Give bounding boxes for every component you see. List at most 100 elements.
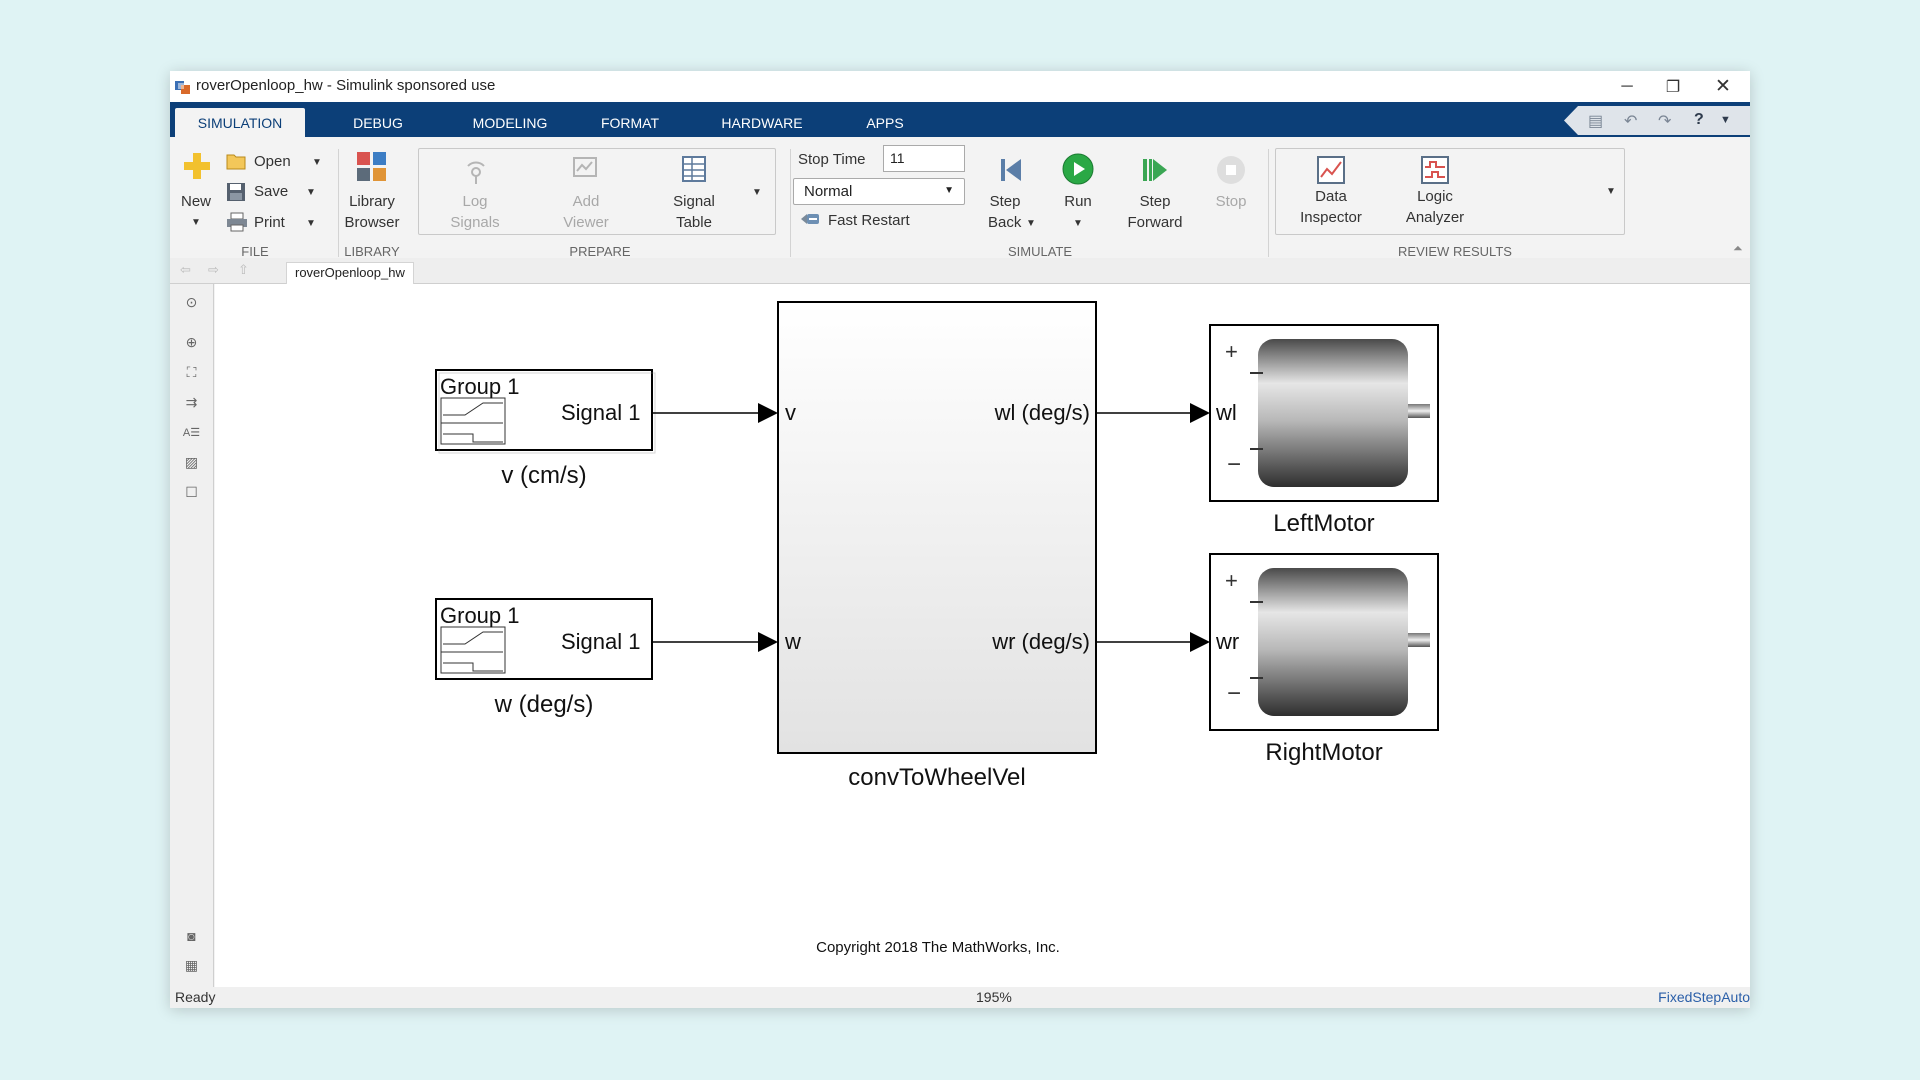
image-icon[interactable]: ▨: [184, 454, 199, 470]
step-forward-label-1[interactable]: Step: [1139, 193, 1171, 210]
w-signal-builder-block[interactable]: [435, 598, 653, 680]
ribbon-separator: [338, 149, 339, 257]
logic-analyzer-icon: [1421, 156, 1449, 184]
svg-text:+: +: [1225, 339, 1238, 364]
tab-hardware[interactable]: HARDWARE: [721, 114, 803, 131]
title-bar: roverOpenloop_hw - Simulink sponsored us…: [170, 71, 1750, 102]
status-text: Ready: [175, 989, 216, 1005]
step-back-dropdown-icon[interactable]: ▼: [1026, 218, 1036, 229]
svg-text:+: +: [1225, 568, 1238, 593]
redo-icon[interactable]: ↷: [1658, 113, 1672, 130]
run-dropdown-icon[interactable]: ▼: [1073, 218, 1083, 229]
zoom-icon[interactable]: ⊕: [185, 334, 198, 350]
model-canvas[interactable]: + − + − Group 1 Signal 1 v (cm/s) Group: [215, 284, 1750, 987]
open-button[interactable]: Open: [254, 153, 291, 170]
up-icon[interactable]: ⇧: [238, 262, 249, 277]
collapse-ribbon-icon[interactable]: ⏶: [1733, 241, 1743, 255]
log-signals-label-1[interactable]: Log: [462, 193, 488, 210]
add-viewer-label-1[interactable]: Add: [572, 193, 600, 210]
fast-restart-button[interactable]: Fast Restart: [828, 212, 910, 229]
data-inspector-icon: [1317, 156, 1345, 184]
right-motor-block[interactable]: + −: [1209, 553, 1439, 731]
file-group-label: FILE: [241, 244, 269, 259]
left-motor-block[interactable]: + −: [1209, 324, 1439, 502]
prepare-gallery-expand-icon[interactable]: ▼: [752, 187, 762, 198]
print-dropdown-icon[interactable]: ▼: [306, 218, 316, 229]
v-block-signal-text: Signal 1: [561, 400, 641, 425]
area-icon[interactable]: ☐: [185, 484, 198, 500]
screenshot-icon[interactable]: ◙: [187, 927, 196, 944]
new-dropdown-icon[interactable]: ▼: [191, 217, 201, 228]
step-forward-icon: [1143, 159, 1167, 181]
undo-icon[interactable]: ↶: [1624, 113, 1638, 130]
library-browser-label-1[interactable]: Library: [349, 193, 395, 210]
tab-modeling[interactable]: MODELING: [472, 114, 548, 131]
save-dropdown-icon[interactable]: ▼: [306, 187, 316, 198]
step-forward-label-2[interactable]: Forward: [1127, 214, 1183, 231]
review-group-label: REVIEW RESULTS: [1398, 244, 1512, 259]
open-dropdown-icon[interactable]: ▼: [312, 157, 322, 168]
prepare-gallery: [418, 148, 776, 235]
close-button[interactable]: ✕: [1715, 76, 1731, 97]
conv-block-label: convToWheelVel: [848, 764, 1026, 791]
signal-table-label-1[interactable]: Signal: [673, 193, 715, 210]
model-browser-icon[interactable]: ▦: [184, 957, 199, 973]
run-play-icon[interactable]: [1062, 153, 1094, 185]
review-gallery-expand-icon[interactable]: ▼: [1606, 186, 1616, 197]
save-button[interactable]: Save: [254, 183, 289, 200]
stop-time-input[interactable]: 11: [883, 145, 965, 172]
tab-format[interactable]: FORMAT: [600, 114, 660, 131]
step-back-label-2[interactable]: Back: [988, 214, 1022, 231]
hide-show-icon[interactable]: ⊙: [185, 294, 198, 310]
tab-debug[interactable]: DEBUG: [353, 114, 403, 131]
forward-icon[interactable]: ⇨: [208, 262, 219, 277]
left-palette: ⊙ ⊕ ⛶ ⇉ A☰ ▨ ☐ ◙ ▦ »: [170, 284, 214, 1004]
simulation-mode-value: Normal: [804, 183, 853, 200]
v-block-label: v (cm/s): [501, 462, 587, 489]
step-back-label-1[interactable]: Step: [989, 193, 1021, 210]
prepare-group-label: PREPARE: [569, 244, 631, 259]
add-viewer-icon: [573, 157, 597, 177]
new-button[interactable]: New: [180, 193, 211, 210]
tab-simulation[interactable]: SIMULATION: [175, 108, 305, 137]
new-icon[interactable]: [182, 151, 212, 181]
restore-button[interactable]: ❐: [1665, 78, 1681, 96]
log-signals-label-2[interactable]: Signals: [450, 214, 500, 231]
step-back-icon: [1001, 159, 1021, 181]
fast-restart-icon: [801, 214, 819, 224]
quick-access-toolbar: ▤ ↶ ↷ ? ▼: [1564, 106, 1750, 135]
logic-analyzer-label-1[interactable]: Logic: [1417, 188, 1453, 205]
library-browser-label-2[interactable]: Browser: [344, 214, 400, 231]
signal-table-icon: [682, 156, 706, 182]
breadcrumb[interactable]: roverOpenloop_hw: [286, 262, 414, 284]
annotation-icon[interactable]: A☰: [182, 427, 201, 439]
add-viewer-label-2[interactable]: Viewer: [563, 214, 609, 231]
help-dropdown-icon[interactable]: ▼: [1720, 114, 1731, 126]
fit-view-icon[interactable]: ⛶: [186, 364, 197, 380]
save-quick-icon[interactable]: ▤: [1588, 113, 1604, 130]
right-motor-label: RightMotor: [1265, 739, 1383, 766]
library-browser-icon[interactable]: [356, 151, 388, 183]
help-icon[interactable]: ?: [1694, 111, 1704, 128]
conv-to-wheel-vel-block[interactable]: [777, 301, 1097, 754]
logic-analyzer-label-2[interactable]: Analyzer: [1405, 209, 1465, 226]
data-inspector-label-2[interactable]: Inspector: [1300, 209, 1362, 226]
simulation-mode-select[interactable]: Normal ▼: [793, 178, 965, 205]
print-button[interactable]: Print: [254, 214, 285, 231]
data-inspector-label-1[interactable]: Data: [1315, 188, 1347, 205]
stop-button[interactable]: Stop: [1215, 193, 1247, 210]
signal-table-label-2[interactable]: Table: [676, 214, 712, 231]
conv-output-wl: wl (deg/s): [994, 400, 1090, 425]
tab-apps[interactable]: APPS: [866, 114, 904, 131]
solver-link[interactable]: FixedStepAuto: [1658, 989, 1750, 1005]
w-block-signal-text: Signal 1: [561, 629, 641, 654]
zoom-level[interactable]: 195%: [976, 989, 1012, 1005]
mode-dropdown-icon: ▼: [944, 185, 954, 196]
stop-icon: [1217, 156, 1245, 184]
route-lines-icon[interactable]: ⇉: [185, 394, 198, 410]
minimize-button[interactable]: ─: [1621, 77, 1633, 95]
back-icon[interactable]: ⇦: [180, 262, 191, 277]
ribbon-separator: [790, 149, 791, 257]
run-button[interactable]: Run: [1064, 193, 1092, 210]
library-group-label: LIBRARY: [344, 244, 400, 259]
